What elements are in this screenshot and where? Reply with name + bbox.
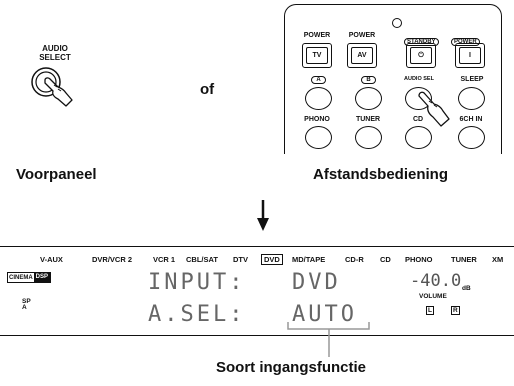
volume-value: -40.0 bbox=[410, 271, 462, 291]
front-panel-caption: Voorpaneel bbox=[16, 166, 97, 183]
input-dvr-vcr2: DVR/VCR 2 bbox=[92, 255, 133, 264]
lcd-asel-value: AUTO bbox=[292, 302, 357, 327]
audio-sel-label: AUDIO SEL bbox=[404, 76, 434, 82]
right-channel-indicator: R bbox=[451, 306, 460, 315]
audio-select-button[interactable] bbox=[28, 65, 74, 111]
standby-button[interactable]: ⏻ bbox=[406, 43, 436, 68]
b-button[interactable] bbox=[355, 87, 382, 110]
input-vcr1: VCR 1 bbox=[153, 255, 176, 264]
multi-ch-in-label: 6CH IN bbox=[459, 116, 483, 123]
input-md-tape: MD/TAPE bbox=[292, 255, 326, 264]
power-av-label: POWER bbox=[348, 32, 376, 39]
power-tv-button[interactable]: TV bbox=[302, 43, 332, 68]
input-type-annotation: Soort ingangsfunctie bbox=[216, 359, 366, 376]
volume-unit: dB bbox=[462, 285, 471, 292]
lcd-input-value: DVD bbox=[292, 270, 341, 295]
pressing-hand-icon bbox=[418, 91, 450, 127]
input-xm: XM bbox=[492, 255, 504, 264]
input-cd-r: CD-R bbox=[345, 255, 364, 264]
input-cbl-sat: CBL/SAT bbox=[186, 255, 218, 264]
standby-label: STANDBY bbox=[404, 30, 439, 48]
sleep-label: SLEEP bbox=[460, 76, 484, 83]
volume-label: VOLUME bbox=[419, 293, 447, 300]
phono-button[interactable] bbox=[305, 126, 332, 149]
tuner-button[interactable] bbox=[355, 126, 382, 149]
input-phono: PHONO bbox=[405, 255, 433, 264]
cinema-dsp-logo: CINEMA DSP bbox=[7, 272, 52, 283]
audio-select-label: AUDIO SELECT bbox=[39, 44, 71, 62]
b-label: B bbox=[361, 76, 376, 84]
tuner-label: TUNER bbox=[355, 116, 381, 123]
input-dtv: DTV bbox=[233, 255, 248, 264]
annotation-bracket bbox=[287, 322, 370, 357]
speaker-a-indicator: SP A bbox=[22, 298, 31, 311]
multi-ch-in-button[interactable] bbox=[458, 126, 485, 149]
display-top-border bbox=[0, 246, 514, 247]
remote-control bbox=[284, 4, 502, 154]
input-dvd-selected: DVD bbox=[261, 254, 283, 265]
input-cd: CD bbox=[380, 255, 391, 264]
input-v-aux: V-AUX bbox=[40, 255, 63, 264]
audio-sel-button[interactable] bbox=[405, 87, 432, 110]
power-av-button[interactable]: AV bbox=[347, 43, 377, 68]
power-on-button[interactable]: I bbox=[455, 43, 485, 68]
a-label: A bbox=[311, 76, 326, 84]
down-arrow-icon bbox=[257, 200, 269, 231]
or-connector: of bbox=[200, 81, 215, 98]
lcd-input-label: INPUT: bbox=[148, 270, 246, 295]
a-button[interactable] bbox=[305, 87, 332, 110]
power-on-label: POWER bbox=[451, 30, 480, 48]
phono-label: PHONO bbox=[304, 116, 330, 123]
cd-button[interactable] bbox=[405, 126, 432, 149]
left-channel-indicator: L bbox=[426, 306, 434, 315]
remote-caption: Afstandsbediening bbox=[313, 166, 449, 183]
pressing-hand-icon bbox=[44, 77, 73, 107]
sleep-button[interactable] bbox=[458, 87, 485, 110]
input-tuner: TUNER bbox=[451, 255, 477, 264]
lcd-asel-label: A.SEL: bbox=[148, 302, 246, 327]
display-bottom-border bbox=[0, 335, 514, 336]
standby-icon: ⏻ bbox=[410, 47, 432, 64]
cd-label: CD bbox=[412, 116, 424, 123]
remote-led-icon bbox=[392, 18, 402, 28]
power-tv-label: POWER bbox=[303, 32, 331, 39]
